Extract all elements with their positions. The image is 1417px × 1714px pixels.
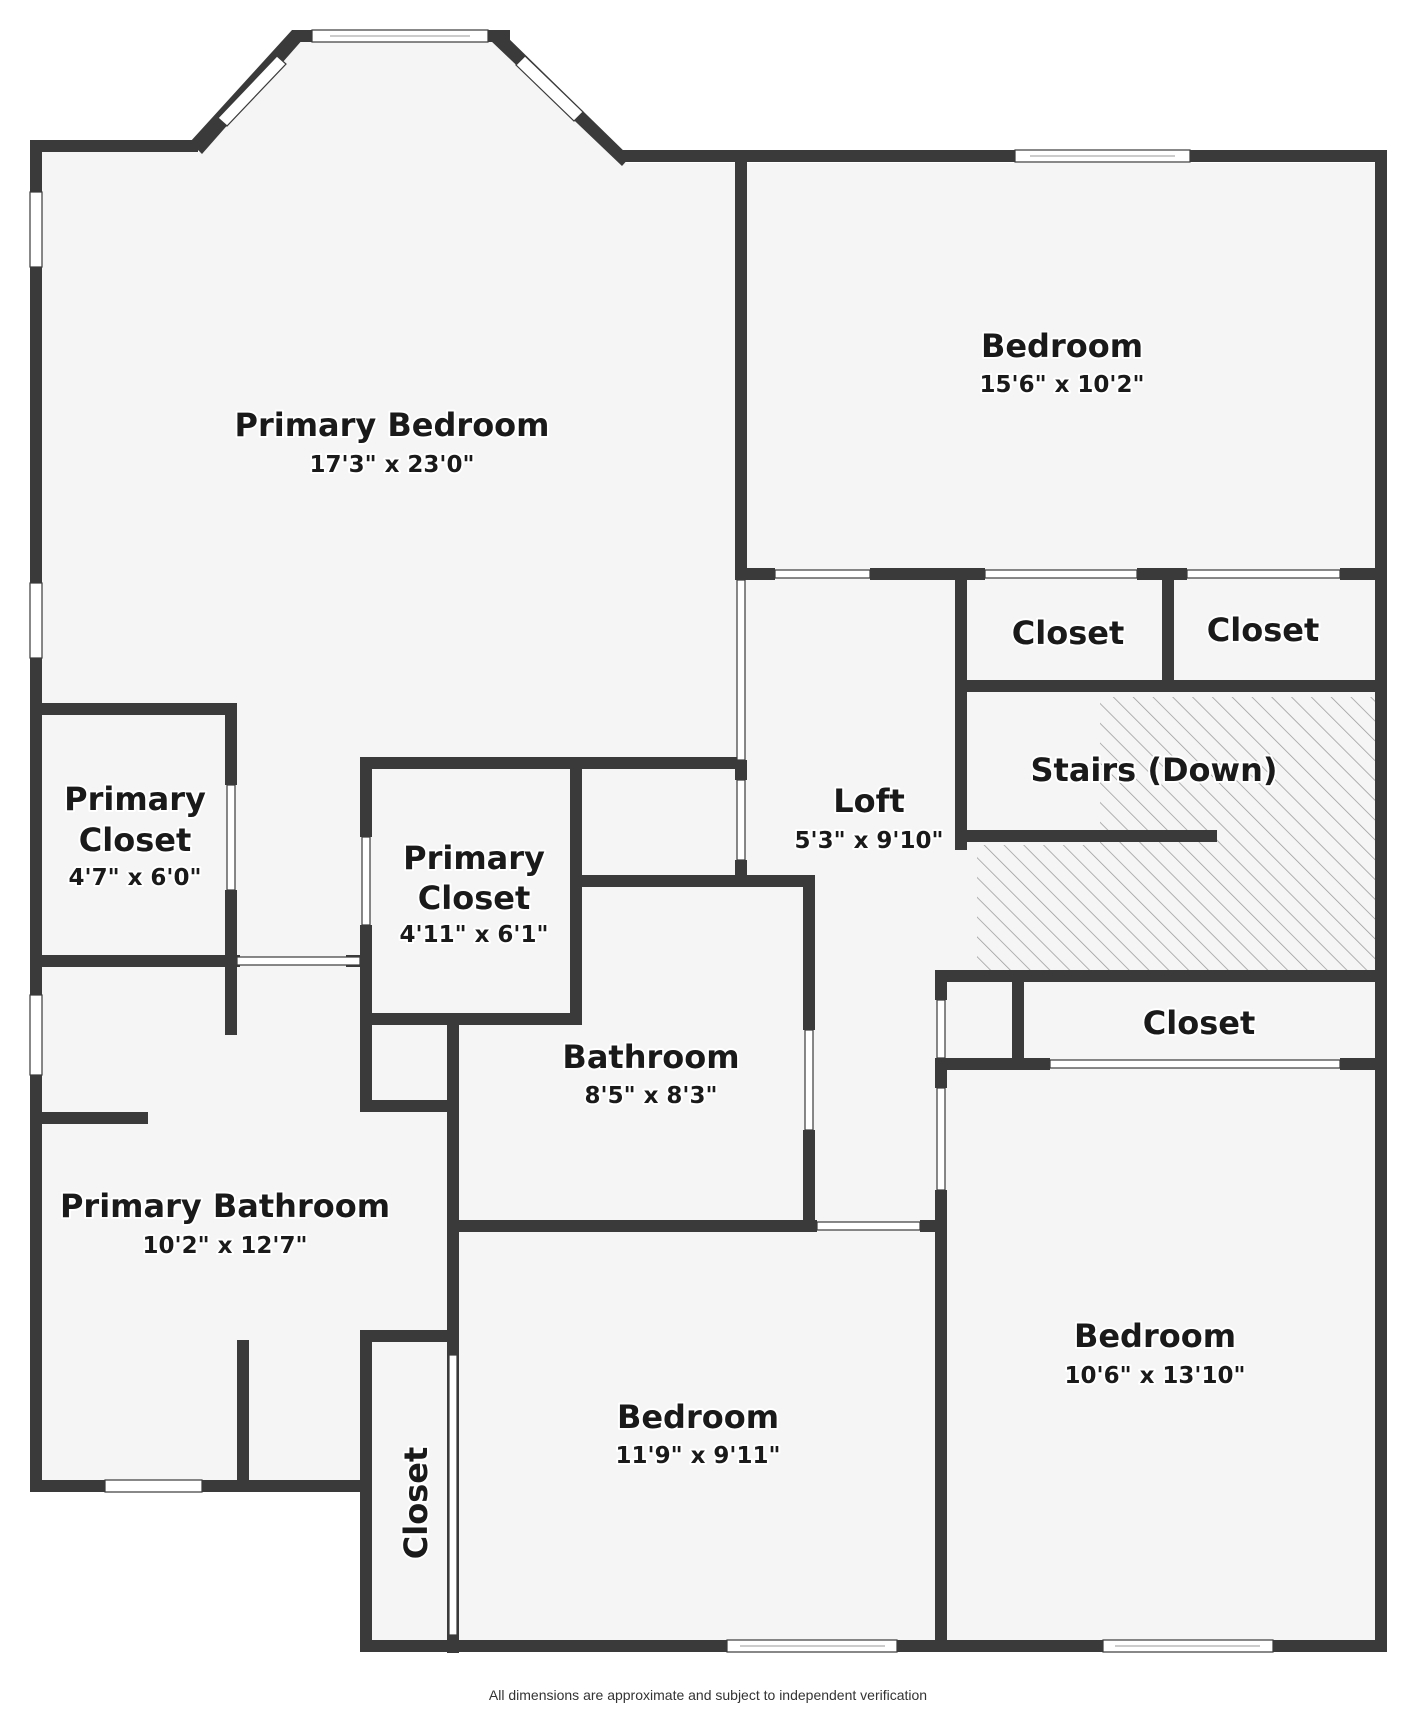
closet-2-label: Closet	[1207, 611, 1319, 649]
bathroom-name: Bathroom	[562, 1038, 739, 1076]
closet-4-label: Closet	[397, 1447, 435, 1559]
stairs-label: Stairs (Down)	[1030, 751, 1277, 789]
primary-closet-2-dims: 4'11" x 6'1"	[400, 922, 549, 948]
bedroom-s-dims: 11'9" x 9'11"	[616, 1443, 781, 1469]
window	[217, 55, 287, 127]
primary-closet-1-line1: Primary	[64, 780, 206, 818]
primary-bedroom-dims: 17'3" x 23'0"	[310, 452, 475, 478]
windows	[29, 29, 1274, 1653]
disclaimer: All dimensions are approximate and subje…	[489, 1687, 927, 1703]
primary-bathroom-name: Primary Bathroom	[60, 1187, 390, 1225]
primary-closet-1-line2: Closet	[79, 821, 191, 859]
primary-closet-1-dims: 4'7" x 6'0"	[69, 865, 202, 891]
window	[29, 994, 43, 1076]
loft-dims: 5'3" x 9'10"	[795, 828, 944, 854]
bedroom-se-dims: 10'6" x 13'10"	[1065, 1363, 1246, 1389]
bedroom-se-name: Bedroom	[1074, 1317, 1236, 1355]
window	[104, 1479, 203, 1493]
window	[515, 55, 584, 122]
loft-name: Loft	[833, 782, 905, 820]
floor-areas	[37, 40, 1375, 1645]
closet-1-label: Closet	[1012, 614, 1124, 652]
primary-bedroom-name: Primary Bedroom	[234, 406, 549, 444]
primary-closet-2-line1: Primary	[403, 839, 545, 877]
bedroom-s-name: Bedroom	[617, 1398, 779, 1436]
door-openings	[226, 569, 1341, 1636]
bathroom-dims: 8'5" x 8'3"	[585, 1083, 718, 1109]
room-labels: Primary Bedroom 17'3" x 23'0" Bedroom 15…	[58, 325, 1321, 1561]
primary-bathroom-dims: 10'2" x 12'7"	[143, 1233, 308, 1259]
window	[29, 582, 43, 659]
bedroom-ne-dims: 15'6" x 10'2"	[980, 372, 1145, 398]
primary-closet-2-line2: Closet	[418, 879, 530, 917]
closet-3-label: Closet	[1143, 1004, 1255, 1042]
window	[29, 191, 43, 268]
bedroom-ne-name: Bedroom	[981, 327, 1143, 365]
